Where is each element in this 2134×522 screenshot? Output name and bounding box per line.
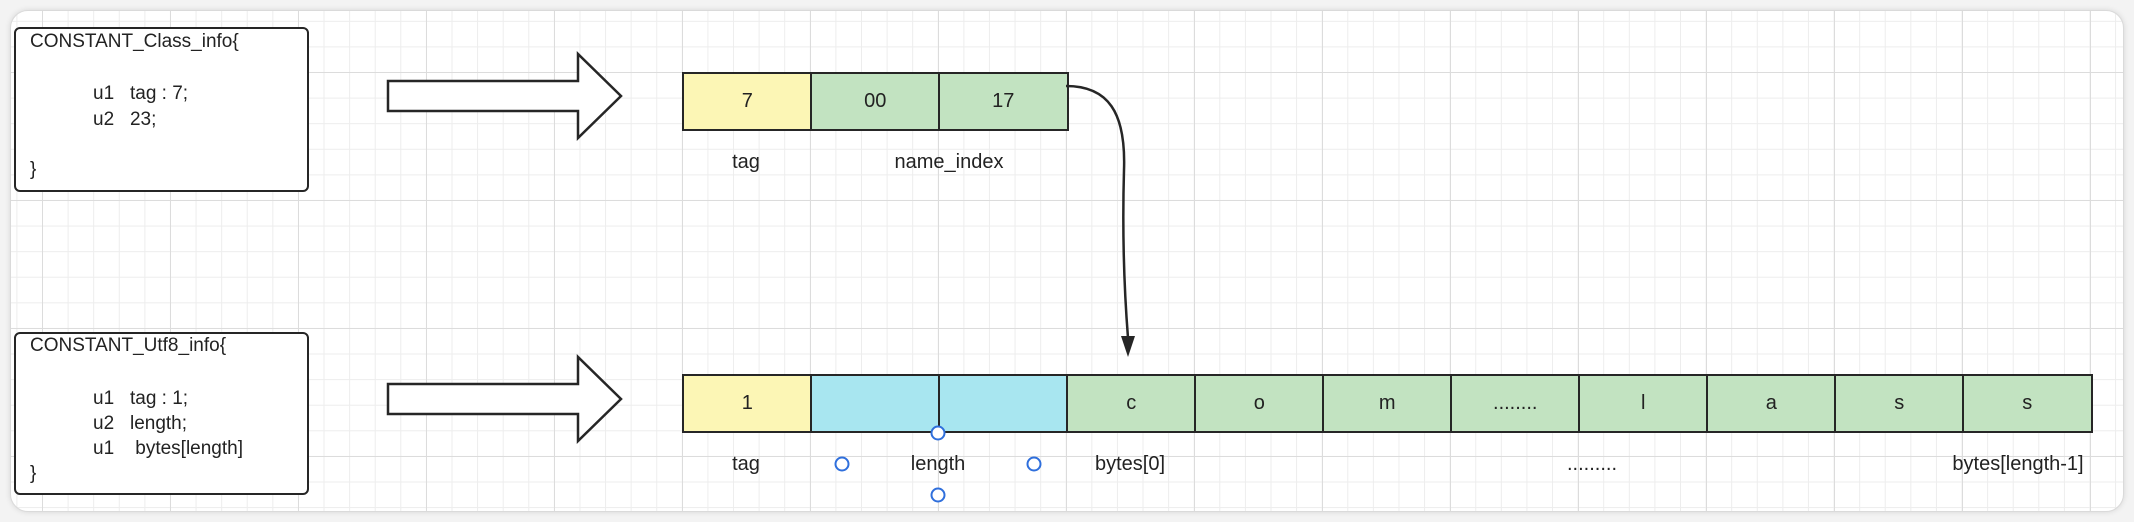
connector-arrowhead-icon	[1121, 336, 1135, 357]
selection-handle-right[interactable]	[1026, 456, 1042, 472]
struct-field: u2 23;	[93, 108, 157, 130]
label-bytes-last[interactable]: bytes[length-1]	[1952, 453, 2084, 475]
struct-field: u2 length;	[93, 413, 188, 434]
selection-handle-top[interactable]	[930, 425, 946, 441]
selection-handle-left[interactable]	[834, 456, 850, 472]
struct-closing-brace: }	[30, 462, 37, 484]
byte-cell-char[interactable]: s	[1962, 374, 2093, 433]
struct-field: u1 tag : 7;	[93, 82, 189, 104]
label-bytes-first[interactable]: bytes[0]	[1094, 453, 1166, 475]
name-index-connector[interactable]	[1065, 84, 1130, 339]
byte-cell-name-index-high[interactable]: 00	[810, 72, 941, 131]
utf8-info-struct-box[interactable]: CONSTANT_Utf8_info{ u1 tag : 1; u2 lengt…	[14, 332, 309, 495]
label-tag[interactable]: tag	[732, 453, 760, 475]
struct-title: CONSTANT_Class_info{	[30, 30, 239, 52]
byte-cell-char[interactable]: o	[1194, 374, 1325, 433]
byte-cell-char[interactable]: m	[1322, 374, 1453, 433]
class-info-struct-box[interactable]: CONSTANT_Class_info{ u1 tag : 7; u2 23; …	[14, 27, 309, 192]
struct-field: u1 bytes[length]	[93, 437, 243, 459]
selection-handle-bottom[interactable]	[930, 487, 946, 503]
hollow-arrow-right[interactable]	[386, 51, 623, 141]
label-name-index[interactable]: name_index	[894, 151, 1004, 173]
byte-cell-char[interactable]: a	[1706, 374, 1837, 433]
utf8-info-byte-row: 1 c o m ........ l a s s	[682, 374, 2093, 433]
label-ellipsis[interactable]: .........	[1566, 453, 1618, 475]
struct-title: CONSTANT_Utf8_info{	[30, 334, 227, 356]
struct-closing-brace: }	[30, 158, 37, 180]
struct-field: u1 tag : 1;	[93, 387, 189, 409]
hollow-arrow-right[interactable]	[386, 354, 623, 444]
class-info-byte-row: 7 00 17	[682, 72, 1069, 131]
byte-cell-char[interactable]: l	[1578, 374, 1709, 433]
byte-cell-tag[interactable]: 7	[682, 72, 813, 131]
label-tag[interactable]: tag	[732, 151, 760, 173]
byte-cell-length-low[interactable]	[938, 374, 1069, 433]
byte-cell-char[interactable]: s	[1834, 374, 1965, 433]
byte-cell-length-high[interactable]	[810, 374, 941, 433]
byte-cell-char[interactable]: c	[1066, 374, 1197, 433]
byte-cell-ellipsis[interactable]: ........	[1450, 374, 1581, 433]
byte-cell-name-index-low[interactable]: 17	[938, 72, 1069, 131]
label-length[interactable]: length	[910, 453, 966, 475]
